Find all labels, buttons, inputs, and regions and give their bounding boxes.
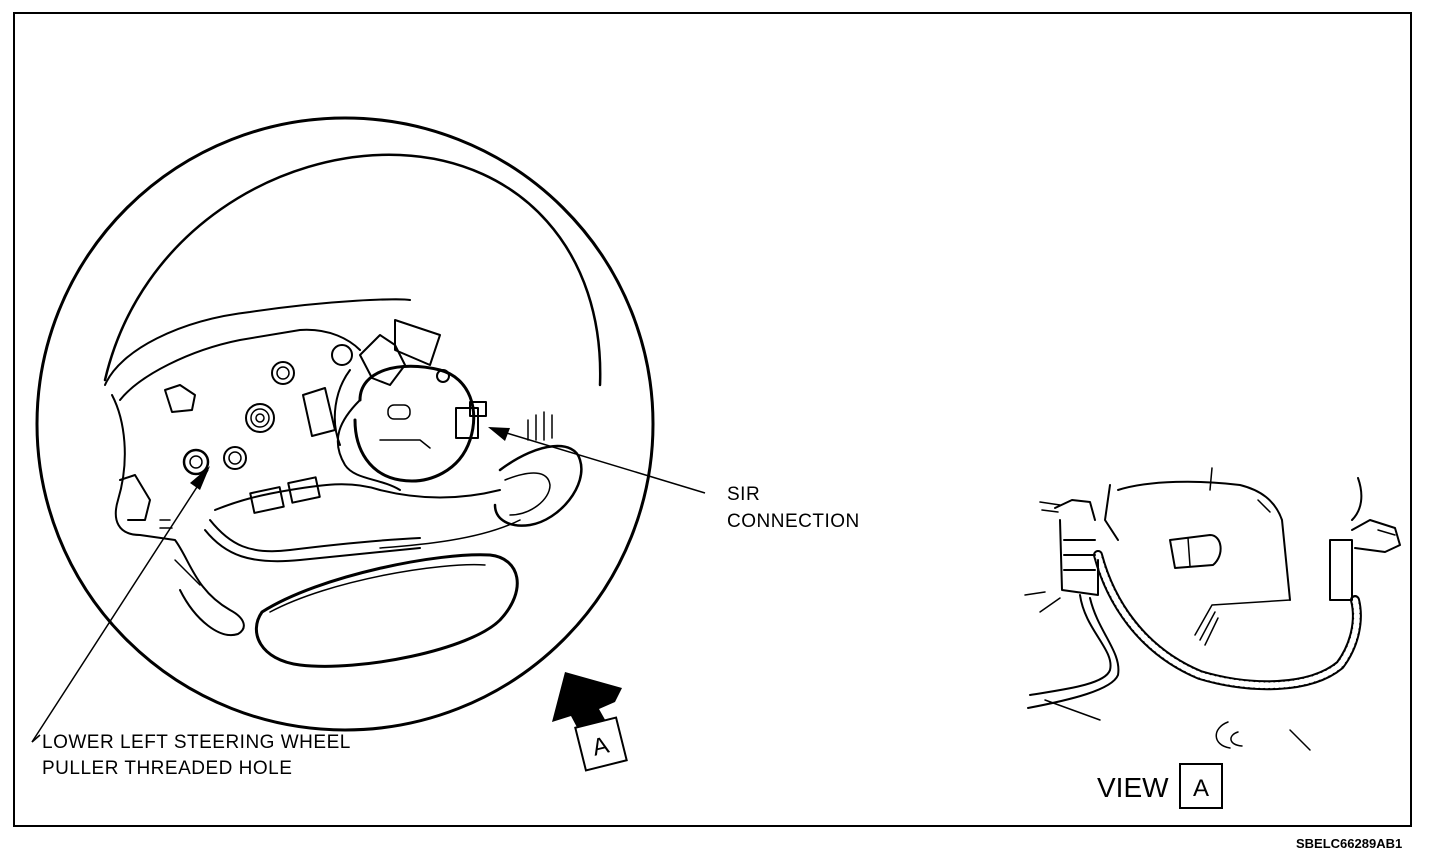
threaded-hole-lower-left bbox=[182, 448, 210, 476]
threaded-hole-lower-right bbox=[223, 446, 247, 470]
figure-code: SBELC66289AB1 bbox=[1296, 836, 1402, 851]
view-a-arrow-letter: A bbox=[590, 732, 612, 762]
sir-connection-label-line1: SIR bbox=[727, 484, 760, 505]
threaded-hole-upper bbox=[271, 361, 295, 385]
steering-wheel-rim-outer bbox=[35, 116, 655, 732]
puller-hole-label-line1: LOWER LEFT STEERING WHEEL bbox=[42, 732, 351, 753]
hub-outline bbox=[104, 298, 411, 401]
harness-connector-1 bbox=[249, 486, 285, 514]
wiring-harness bbox=[204, 369, 501, 563]
view-a-arrow-box bbox=[574, 716, 628, 772]
puller-hole-callout: LOWER LEFT STEERING WHEEL PULLER THREADE… bbox=[31, 466, 351, 779]
sir-connection-callout: SIR CONNECTION bbox=[488, 427, 860, 532]
sir-connector bbox=[455, 401, 487, 439]
view-a-title-box bbox=[1179, 763, 1223, 809]
upper-connector bbox=[359, 319, 441, 386]
view-a-sir-connector bbox=[1329, 477, 1401, 601]
hub-bolt bbox=[245, 403, 275, 433]
view-a-detail bbox=[1024, 467, 1401, 751]
harness-connector-2 bbox=[287, 476, 321, 504]
view-a-harness bbox=[1093, 550, 1362, 691]
puller-hole-label-line2: PULLER THREADED HOLE bbox=[42, 758, 292, 779]
diagram-frame bbox=[13, 12, 1412, 827]
view-a-title: VIEW A bbox=[1097, 763, 1223, 809]
steering-wheel-rim-inner bbox=[103, 153, 602, 387]
lower-spoke-pad bbox=[254, 553, 519, 668]
view-a-title-letter: A bbox=[1193, 775, 1209, 802]
view-a-arrow: A bbox=[552, 672, 628, 772]
sir-connection-label-line2: CONNECTION bbox=[727, 511, 860, 532]
steering-wheel bbox=[35, 116, 655, 732]
clockspring bbox=[353, 364, 476, 483]
right-spoke bbox=[493, 444, 583, 527]
view-a-title-word: VIEW bbox=[1097, 772, 1169, 803]
